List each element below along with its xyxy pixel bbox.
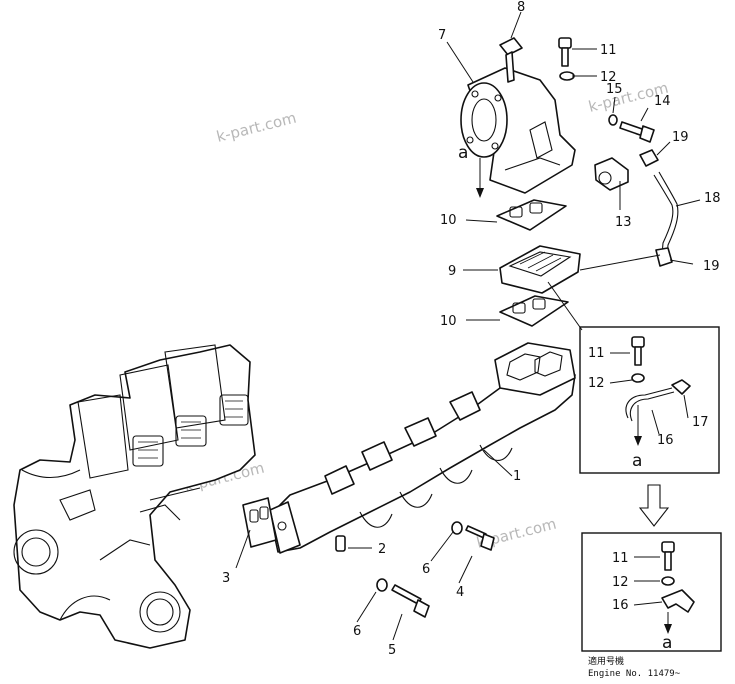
serial-note-jp: 適用号機 (588, 655, 624, 667)
part-label-6: 6 (422, 562, 430, 577)
flow-arrow (638, 484, 670, 527)
part-label-11: 11 (588, 346, 605, 361)
part-label-1: 1 (513, 469, 521, 484)
detail-box-1 (579, 326, 720, 474)
part-label-13: 13 (615, 215, 632, 230)
part-label-12: 12 (612, 575, 629, 590)
part-label-16: 16 (612, 598, 629, 613)
part-label-15: 15 (606, 82, 623, 97)
bolt-8 (499, 37, 523, 83)
part-label-19: 19 (672, 130, 689, 145)
part-label-18: 18 (704, 191, 721, 206)
pipe-18 (639, 149, 679, 267)
bolt-14 (619, 121, 655, 143)
part-label-5: 5 (388, 643, 396, 658)
part-label-10: 10 (440, 213, 457, 228)
part-label-6: 6 (353, 624, 361, 639)
engine-block (13, 344, 256, 649)
part-label-9: 9 (448, 264, 456, 279)
adapter-9 (499, 245, 581, 294)
part-label-10: 10 (440, 314, 457, 329)
bolt-4 (451, 521, 495, 551)
serial-note-engine: Engine No. 11479~ (588, 669, 681, 679)
bolt-5 (376, 578, 430, 618)
exhaust-manifold (269, 342, 576, 554)
part-label-17: 17 (692, 415, 709, 430)
watermark: k-part.com (215, 109, 299, 146)
part-label-8: 8 (517, 0, 525, 15)
part-label-19: 19 (703, 259, 720, 274)
reference-a-main: a (458, 143, 468, 163)
part-label-7: 7 (438, 28, 446, 43)
part-label-12: 12 (588, 376, 605, 391)
washer-15 (608, 114, 618, 126)
elbow-7 (460, 67, 576, 194)
gasket-3 (242, 497, 277, 548)
gasket-10-upper (496, 199, 567, 231)
valve-13 (594, 157, 629, 191)
part-label-14: 14 (654, 94, 671, 109)
part-label-16: 16 (657, 433, 674, 448)
part-label-12: 12 (600, 70, 617, 85)
bolt-11-top (558, 37, 575, 81)
reference-a-detail2: a (662, 633, 672, 653)
part-label-11: 11 (600, 43, 617, 58)
arrow-head (476, 188, 484, 198)
detail-box-2 (581, 532, 722, 652)
part-label-2: 2 (378, 542, 386, 557)
part-label-11: 11 (612, 551, 629, 566)
part-label-3: 3 (222, 571, 230, 586)
part-label-4: 4 (456, 585, 464, 600)
reference-a-detail1: a (632, 451, 642, 471)
leader-lines (235, 11, 701, 641)
gasket-10-lower (499, 295, 569, 327)
